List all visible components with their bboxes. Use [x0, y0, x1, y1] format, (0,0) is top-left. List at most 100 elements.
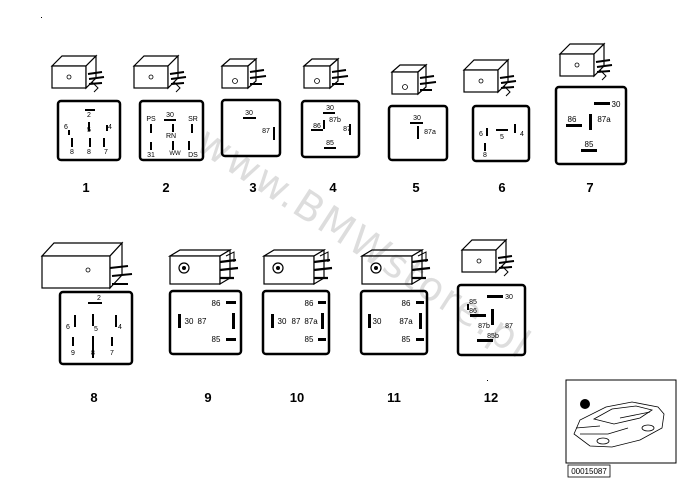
relay-3-pin-label: 87	[262, 128, 270, 135]
relay-9-socket	[168, 289, 243, 356]
relay-8-pin-label: 6	[66, 324, 70, 331]
marker-dot-icon	[580, 399, 590, 409]
relay-4-pin-label: 87	[343, 126, 351, 133]
relay-6-number: 6	[498, 180, 505, 195]
relay-2-pin-label: 31	[147, 152, 155, 159]
relay-4-number: 4	[329, 180, 337, 195]
relay-2-pin-label: WW	[169, 151, 181, 157]
relay-9-pin-label: 30	[185, 317, 194, 326]
relay-9-pin-label: 85	[212, 335, 221, 344]
relay-12-pin-label: 85b	[487, 333, 499, 340]
relay-7-pin-label: 30	[612, 100, 621, 109]
relay-5: 30 87a 5	[387, 64, 449, 195]
relay-7-socket	[554, 85, 628, 166]
relay-8: 2 6 5 4 9 8 7 8	[40, 241, 134, 405]
relay-8-pin-label: 4	[118, 324, 122, 331]
relay-7: 30 86 87a 85 7	[554, 43, 628, 195]
relay-8-pin-label: 2	[97, 295, 101, 302]
relay-8-pin-label: 9	[71, 350, 75, 357]
relay-6-socket	[471, 104, 531, 163]
relay-12-pin-label: 30	[505, 294, 513, 301]
relay-7-number: 7	[586, 180, 593, 195]
relay-10-body	[262, 248, 334, 286]
relay-6-pin-label: 5	[500, 134, 504, 141]
relay-11-body	[360, 248, 432, 286]
relay-5-pin-label: 87a	[424, 129, 436, 136]
relay-4-pin-label: 30	[326, 105, 334, 112]
relay-8-number: 8	[90, 390, 97, 405]
relay-8-pin-label: 8	[91, 350, 95, 357]
relay-4: 30 87b 86 87 85 4	[300, 58, 361, 195]
car-thumbnail-frame	[565, 379, 677, 464]
relay-6-pin-label: 6	[479, 131, 483, 138]
relay-9: 86 30 87 85 9	[168, 248, 243, 405]
relay-4-socket	[300, 99, 361, 159]
relay-2-body	[133, 55, 187, 93]
relay-4-body	[303, 58, 349, 89]
relay-2-pin-label: PS	[146, 116, 156, 123]
relay-12-number: 12	[484, 390, 498, 405]
relay-2-socket	[138, 99, 205, 162]
relay-10-pin-label: 30	[278, 317, 287, 326]
relay-11-pin-label: 85	[402, 335, 411, 344]
relay-8-pin-label: 5	[94, 326, 98, 333]
relay-12-body	[461, 239, 515, 277]
relay-6: 6 5 4 8 6	[463, 59, 531, 195]
relay-1-pin-label: 7	[104, 149, 108, 156]
relay-1-pin-label: 8	[70, 149, 74, 156]
relay-3-socket	[220, 98, 282, 158]
relay-4-pin-label: 86	[313, 123, 321, 130]
relay-1-number: 1	[82, 180, 89, 195]
relay-5-body	[391, 64, 437, 95]
relay-11-pin-label: 86	[402, 299, 411, 308]
relay-5-socket	[387, 104, 449, 162]
relay-10-pin-label: 87	[292, 317, 301, 326]
relay-4-pin-label: 85	[326, 140, 334, 147]
car-thumbnail: 00015087	[565, 379, 677, 478]
relay-9-body	[168, 248, 240, 286]
relay-12-socket	[456, 283, 527, 357]
relay-11: 86 30 87a 85 11	[359, 248, 432, 405]
relay-2-pin-label: RN	[166, 133, 176, 140]
relay-7-pin-label: 85	[585, 140, 594, 149]
relay-1-pin-label: 6	[64, 124, 68, 131]
relay-1-pin-label: 5	[87, 127, 91, 134]
relay-2: 30 PS SR RN 31 WW DS 2	[133, 55, 205, 195]
relay-2-pin-label: 30	[166, 112, 174, 119]
relay-10-pin-label: 86	[305, 299, 314, 308]
relay-10-number: 10	[290, 390, 304, 405]
relay-11-pin-label: 30	[373, 317, 382, 326]
relay-10-socket	[261, 289, 331, 356]
relay-4-pin-label: 87b	[329, 117, 341, 124]
relay-8-pin-label: 7	[110, 350, 114, 357]
relay-7-pin-label: 86	[568, 115, 577, 124]
relay-10: 86 30 87 87a 85 10	[261, 248, 334, 405]
relay-1-pin-label: 8	[87, 149, 91, 156]
relay-3-number: 3	[249, 180, 256, 195]
relay-2-pin-label: SR	[188, 116, 198, 123]
relay-11-number: 11	[387, 390, 401, 405]
relay-9-number: 9	[204, 390, 211, 405]
relay-10-pin-label: 85	[305, 335, 314, 344]
relay-1-pin-label: 2	[87, 112, 91, 119]
relay-3-pin-label: 30	[245, 110, 253, 117]
relay-1-pin-label: 4	[108, 124, 112, 131]
relay-8-body	[40, 241, 133, 290]
relay-12-pin-label: 87	[505, 323, 513, 330]
relay-1-body	[51, 55, 105, 93]
relay-12-pin-label: 85	[469, 299, 477, 306]
relay-2-pin-label: DS	[188, 152, 198, 159]
relay-7-pin-label: 87a	[597, 115, 611, 124]
relay-12: 30 85 86 87b 87 85b 12	[456, 239, 527, 405]
diagram-code-box	[567, 464, 611, 478]
relay-10-pin-label: 87a	[304, 317, 318, 326]
relay-6-body	[463, 59, 517, 97]
relay-2-number: 2	[162, 180, 169, 195]
relay-11-socket	[359, 289, 429, 356]
car-icon	[573, 401, 665, 448]
relay-8-socket	[58, 290, 134, 366]
relay-9-pin-label: 87	[198, 317, 207, 326]
diagram-code: 00015087	[571, 467, 607, 476]
relay-11-pin-label: 87a	[399, 317, 413, 326]
